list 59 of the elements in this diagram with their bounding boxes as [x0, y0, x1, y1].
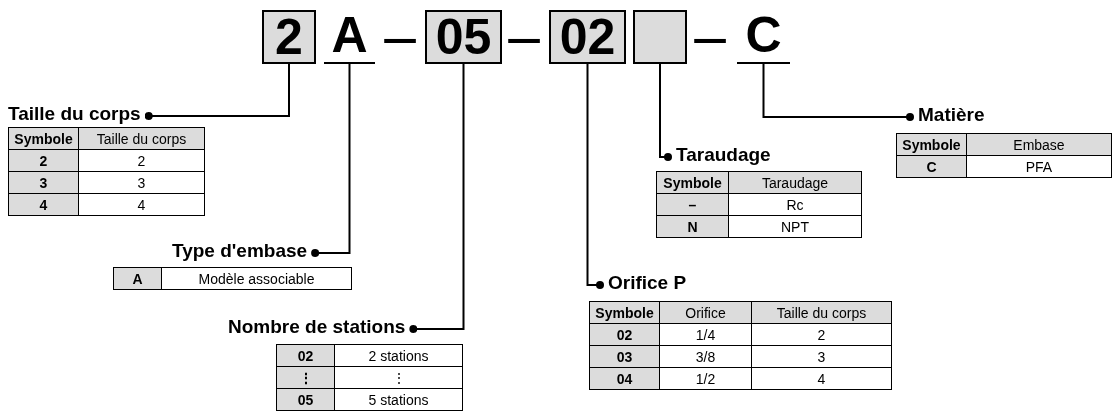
- leader-line: [762, 63, 914, 121]
- leader-line: [409, 63, 465, 333]
- leader-line: [659, 63, 672, 161]
- section-heading: Orifice P: [600, 272, 687, 294]
- table-cell: 2: [78, 149, 205, 172]
- table-cell: 03: [589, 345, 660, 368]
- table-cell: 1/2: [659, 367, 752, 390]
- table-cell: 3: [751, 345, 892, 368]
- table-cell: 5 stations: [334, 388, 463, 411]
- header-cell: Symbole: [896, 133, 967, 156]
- table-cell: Modèle associable: [161, 267, 352, 290]
- table-cell: ⋮: [334, 366, 463, 389]
- section-heading: Nombre de stations: [228, 316, 414, 338]
- table-cell: 3/8: [659, 345, 752, 368]
- section-heading: Type d'embase: [172, 240, 316, 262]
- table-cell: 3: [78, 171, 205, 194]
- table-cell: NPT: [728, 215, 862, 238]
- section-heading: Matière: [910, 104, 985, 126]
- table-cell: 3: [8, 171, 79, 194]
- code-letter: C: [737, 10, 790, 64]
- table-cell: Rc: [728, 193, 862, 216]
- section-heading: Taille du corps: [8, 103, 149, 125]
- header-cell: Taraudage: [728, 171, 862, 194]
- blank-code-box: [633, 10, 687, 64]
- table-cell: ⋮: [276, 366, 335, 389]
- separator-dash: –: [692, 18, 728, 58]
- header-cell: Taille du corps: [751, 301, 892, 324]
- table-cell: 4: [78, 193, 205, 216]
- table-cell: –: [656, 193, 729, 216]
- table-cell: 05: [276, 388, 335, 411]
- leader-line: [586, 63, 604, 289]
- code-box: 05: [425, 10, 502, 64]
- code-box: 2: [262, 10, 316, 64]
- table-cell: 2: [8, 149, 79, 172]
- table-cell: 1/4: [659, 323, 752, 346]
- table-cell: 02: [589, 323, 660, 346]
- table-cell: A: [113, 267, 162, 290]
- header-cell: Embase: [966, 133, 1112, 156]
- leader-line: [311, 63, 351, 257]
- table-cell: 2: [751, 323, 892, 346]
- code-letter: A: [324, 10, 375, 64]
- table-cell: 2 stations: [334, 344, 463, 367]
- separator-dash: –: [382, 18, 418, 58]
- table-cell: 04: [589, 367, 660, 390]
- header-cell: Orifice: [659, 301, 752, 324]
- table-cell: C: [896, 155, 967, 178]
- header-cell: Symbole: [589, 301, 660, 324]
- table-cell: 4: [8, 193, 79, 216]
- table-cell: 4: [751, 367, 892, 390]
- header-cell: Symbole: [8, 127, 79, 150]
- table-cell: PFA: [966, 155, 1112, 178]
- header-cell: Taille du corps: [78, 127, 205, 150]
- table-cell: N: [656, 215, 729, 238]
- table-cell: 02: [276, 344, 335, 367]
- code-box: 02: [549, 10, 626, 64]
- separator-dash: –: [506, 18, 542, 58]
- section-heading: Taraudage: [668, 144, 771, 166]
- leader-line: [144, 63, 290, 120]
- header-cell: Symbole: [656, 171, 729, 194]
